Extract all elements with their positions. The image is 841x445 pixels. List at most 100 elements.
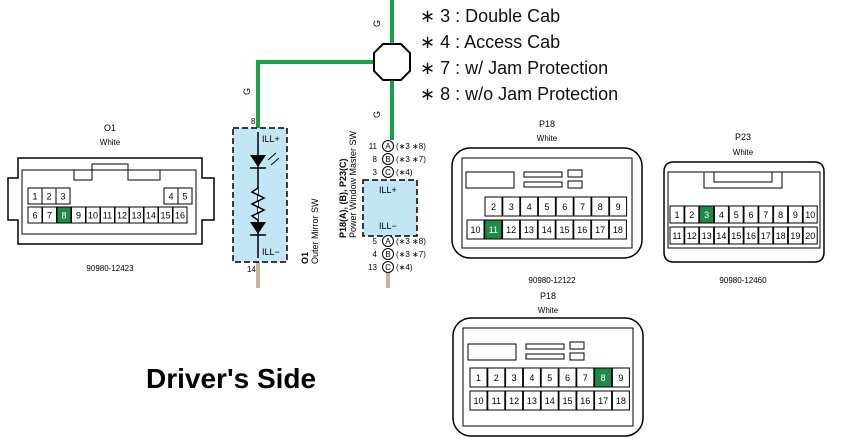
master-top-connector-marker [382, 153, 394, 165]
o1-pin-1-label: 1 [32, 192, 37, 202]
o1-pin-7-label: 7 [47, 211, 52, 221]
connector-p23-latch [703, 172, 783, 189]
p23-pin-4-label: 4 [719, 210, 724, 220]
master-ill-minus: ILL− [379, 221, 397, 231]
p23-pin-1-cell [669, 205, 685, 224]
master-bottom-pin-number: 5 [373, 237, 378, 246]
p18b-pin-18-cell [611, 390, 630, 411]
p18a-pin-5-label: 5 [544, 202, 549, 212]
p23-pin-14-label: 14 [716, 231, 726, 241]
o1-component: 8 14 ILL+ ILL− [232, 117, 288, 274]
p18b-pin-9-cell [611, 367, 630, 388]
green-wire-to-o1 [256, 60, 375, 128]
master-bottom-connector-marker [382, 235, 394, 247]
p18b-pin-10-cell [469, 390, 488, 411]
master-component-subtitle: Power Window Master SW [348, 130, 358, 238]
p23-pin-11-label: 11 [672, 231, 681, 241]
legend-item-3: ∗ 3 : Double Cab [420, 6, 561, 26]
connector-p18-top-part-no: 90980-12122 [528, 276, 576, 285]
p18b-pin-14-label: 14 [545, 396, 555, 406]
p23-pin-5-cell [728, 205, 744, 224]
wire-color-label-o1: G [242, 88, 252, 95]
p18b-pin-5-cell [540, 367, 559, 388]
master-bottom-connector-marker [382, 248, 394, 260]
p18b-pin-11-cell [487, 390, 506, 411]
p18b-pin-16-cell [576, 390, 595, 411]
o1-pin-top: 8 [251, 117, 256, 126]
p23-pin-13-label: 13 [702, 231, 712, 241]
p23-pin-4-cell [713, 205, 729, 224]
led-icon [250, 155, 266, 167]
o1-pin-9-label: 9 [76, 211, 81, 221]
o1-ill-plus: ILL+ [262, 134, 280, 144]
p18a-pin-4-cell [520, 196, 539, 217]
p18b-pin-2-label: 2 [494, 373, 499, 383]
p18b-pin-7-cell [576, 367, 595, 388]
master-top-connector-marker [382, 140, 394, 152]
p18a-pin-11-cell [484, 219, 503, 240]
p18b-pin-14-cell [540, 390, 559, 411]
o1-pin-15-label: 15 [160, 211, 170, 221]
p23-pin-15-label: 15 [731, 231, 741, 241]
p18a-pin-15-label: 15 [559, 225, 569, 235]
o1-pin-5-cell [177, 187, 193, 205]
master-bottom-connector-marker [382, 261, 394, 273]
o1-pin-10-label: 10 [88, 211, 98, 221]
p23-pin-13-cell [699, 226, 715, 245]
p18a-pin-14-label: 14 [542, 225, 552, 235]
splice-junction [373, 43, 411, 81]
p23-pin-10-cell [802, 205, 818, 224]
wire-color-label-top: G [372, 20, 382, 27]
p18a-pin-12-cell [502, 219, 521, 240]
p18b-pin-4-cell [522, 367, 541, 388]
p18a-pin-18-label: 18 [613, 225, 623, 235]
p23-pin-12-label: 12 [687, 231, 697, 241]
p18b-pin-17-cell [594, 390, 613, 411]
master-bottom-variant-note: (∗4) [396, 263, 413, 272]
master-top-connector-letter: B [385, 155, 390, 164]
p18a-pin-16-cell [573, 219, 592, 240]
o1-pin-11-label: 11 [103, 211, 112, 221]
o1-pin-3-cell [55, 187, 71, 205]
connector-o1-name: O1 [104, 123, 116, 133]
p23-pin-19-label: 19 [790, 231, 800, 241]
p23-pin-3-label: 3 [704, 210, 709, 220]
drivers-side-title: Driver's Side [146, 363, 316, 394]
connector-o1-part-no: 90980-12423 [86, 264, 134, 273]
o1-pin-13-label: 13 [131, 211, 141, 221]
connector-p23-part-no: 90980-12460 [719, 276, 767, 285]
master-bottom-variant-note: (∗3 ∗7) [396, 250, 426, 259]
p18b-pin-16-label: 16 [580, 396, 590, 406]
p18a-pin-12-label: 12 [506, 225, 516, 235]
master-ill-plus: ILL+ [379, 185, 397, 195]
p18a-pin-6-label: 6 [562, 202, 567, 212]
p18a-pin-11-label: 11 [489, 225, 498, 235]
p23-pin-15-cell [728, 226, 744, 245]
p18a-pin-9-label: 9 [616, 202, 621, 212]
p18a-pin-2-cell [484, 196, 503, 217]
master-bottom-pin-number: 4 [373, 250, 378, 259]
p23-pin-14-cell [713, 226, 729, 245]
master-bottom-pin-number: 13 [368, 263, 377, 272]
p18b-pin-1-label: 1 [476, 373, 481, 383]
p18b-pin-8-cell [594, 367, 613, 388]
o1-body [232, 127, 288, 263]
master-component: ILL+ ILL− [362, 179, 418, 237]
p23-pin-18-cell [773, 226, 789, 245]
master-top-connector-letter: A [385, 142, 391, 151]
p18b-pin-6-cell [558, 367, 577, 388]
p23-pin-2-label: 2 [689, 210, 694, 220]
p18b-pin-6-label: 6 [565, 373, 570, 383]
connector-o1-color: White [100, 138, 121, 147]
p23-pin-8-label: 8 [778, 210, 783, 220]
o1-pin-2-label: 2 [46, 192, 51, 202]
master-top-connector-letter: C [385, 168, 391, 177]
p18a-pin-13-label: 13 [524, 225, 534, 235]
p18b-pin-10-label: 10 [473, 396, 483, 406]
o1-pin-8-label: 8 [61, 211, 66, 221]
